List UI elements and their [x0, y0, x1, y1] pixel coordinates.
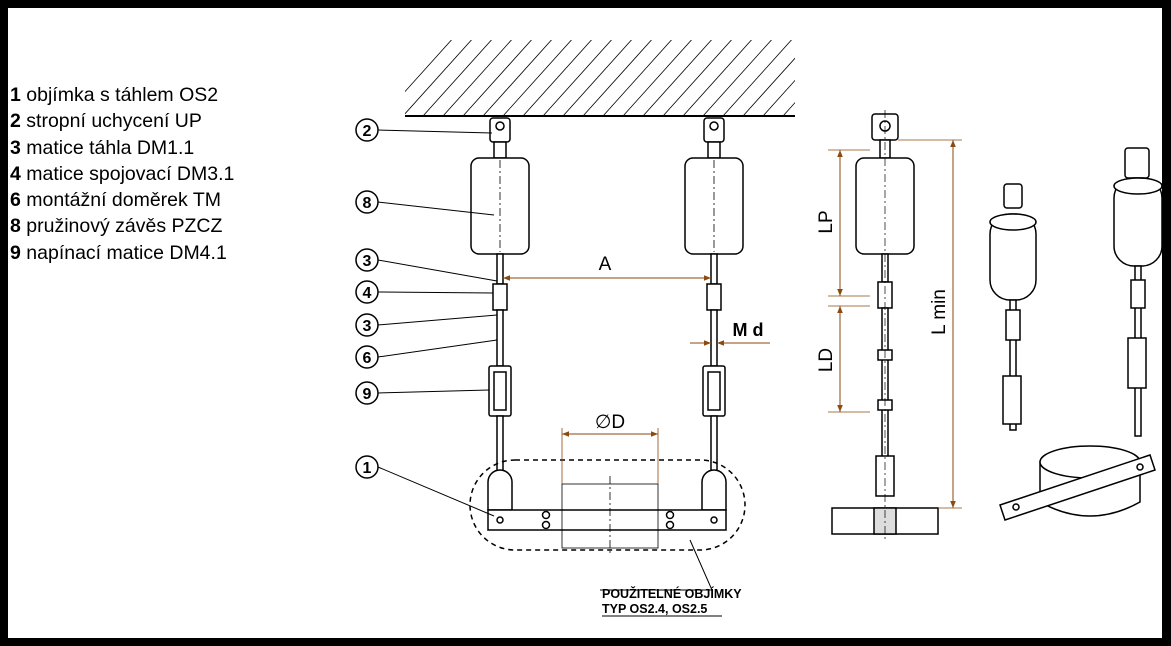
dimension-a: A [503, 254, 711, 281]
svg-text:TYP OS2.4, OS2.5: TYP OS2.4, OS2.5 [602, 602, 707, 616]
legend-number: 4 [10, 162, 21, 185]
svg-text:LP: LP [816, 210, 837, 233]
legend-number: 6 [10, 189, 21, 212]
svg-text:9: 9 [363, 386, 372, 403]
legend-number: 1 [10, 84, 21, 106]
callout-4: 4 [355, 280, 379, 304]
svg-text:3: 3 [363, 318, 372, 335]
dimension-od: ∅D [561, 412, 659, 484]
isometric-view [989, 147, 1163, 521]
legend-text: matice táhla DM1.1 [26, 136, 195, 159]
callout-3a: 3 [355, 248, 379, 272]
dimension-ld: LD [816, 305, 870, 413]
legend-number: 9 [10, 241, 21, 264]
callout-2: 2 [355, 118, 379, 142]
legend-text: stropní uchycení UP [26, 110, 202, 133]
svg-text:4: 4 [363, 285, 372, 302]
pipe-clamp [469, 459, 746, 556]
legend-number: 8 [10, 215, 21, 238]
legend-item: 2 stropní uchycení UP [10, 108, 234, 134]
usable-clamps-note: POUŽITELNÉ OBJÍMKY TYP OS2.4, OS2.5 [602, 586, 742, 617]
hanger-right [684, 117, 744, 483]
legend-number: 3 [10, 136, 21, 159]
svg-text:2: 2 [363, 123, 372, 140]
svg-text:M d: M d [733, 320, 764, 340]
hanger-left [470, 117, 530, 483]
svg-text:3: 3 [363, 253, 372, 270]
svg-text:6: 6 [363, 350, 372, 367]
svg-text:8: 8 [363, 195, 372, 212]
side-view [831, 110, 939, 540]
dimension-lp: LP [816, 149, 870, 297]
legend-item: 1 objímka s táhlem OS2 [10, 82, 234, 108]
callout-1: 1 [355, 455, 379, 479]
svg-text:L min: L min [929, 289, 950, 335]
dimension-lmin: L min [898, 139, 962, 509]
svg-text:∅D: ∅D [595, 412, 625, 433]
callout-6: 6 [355, 345, 379, 369]
legend-item: 6 montážní doměrek TM [10, 187, 234, 213]
legend-item: 9 napínací matice DM4.1 [10, 240, 234, 266]
legend-item: 3 matice táhla DM1.1 [10, 135, 234, 161]
legend-text: montážní doměrek TM [26, 189, 221, 212]
callout-3b: 3 [355, 313, 379, 337]
legend-number: 2 [10, 110, 21, 133]
callout-8: 8 [355, 190, 379, 214]
callout-9: 9 [355, 381, 379, 405]
dimension-md: M d [690, 320, 770, 346]
svg-text:POUŽITELNÉ OBJÍMKY: POUŽITELNÉ OBJÍMKY [602, 586, 742, 601]
svg-text:LD: LD [816, 348, 837, 372]
legend-item: 4 matice spojovací DM3.1 [10, 161, 234, 187]
legend-item: 8 pružinový závěs PZCZ [10, 213, 234, 239]
legend-text: matice spojovací DM3.1 [26, 162, 235, 185]
ceiling [405, 40, 795, 117]
svg-text:1: 1 [363, 460, 372, 477]
usable-clamps-outline [469, 459, 746, 551]
legend-text: napínací matice DM4.1 [26, 241, 227, 264]
legend-text: pružinový závěs PZCZ [26, 215, 223, 238]
svg-text:A: A [599, 254, 612, 275]
parts-legend: 1 objímka s táhlem OS2 2 stropní uchycen… [10, 82, 234, 266]
legend-text: objímka s táhlem OS2 [26, 84, 219, 106]
callout-leaders [377, 129, 713, 591]
